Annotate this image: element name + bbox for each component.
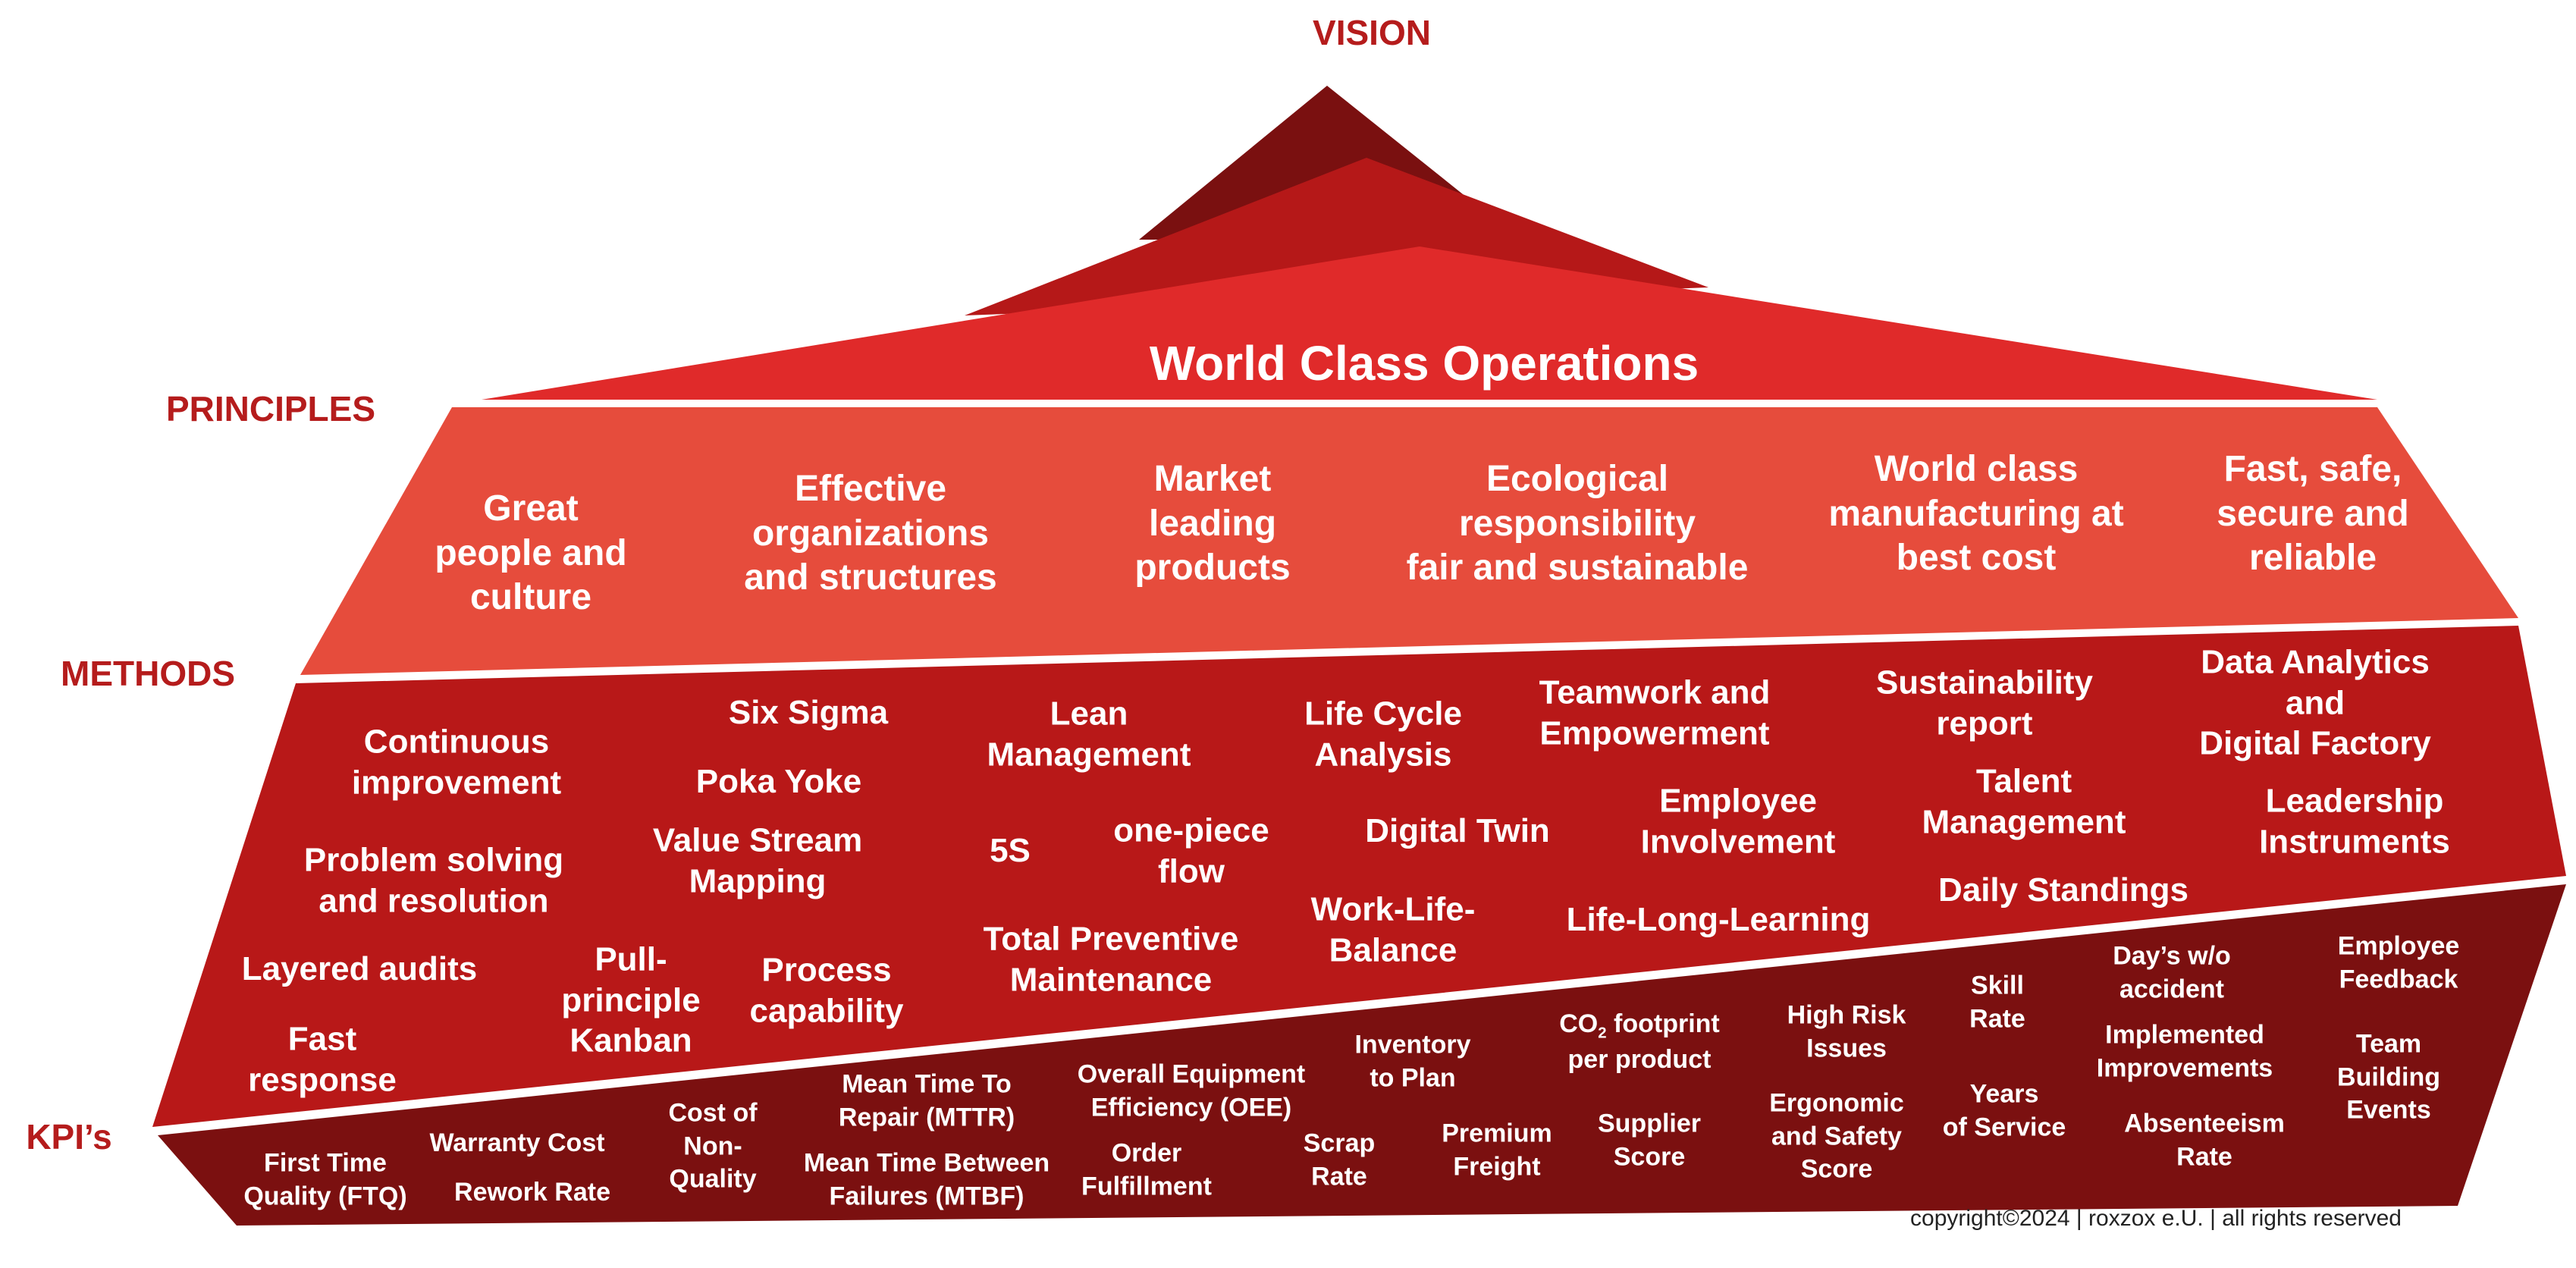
kpis-band [158,884,2566,1226]
methods-label: METHODS [61,654,235,693]
kpi-item: Team Building Events [2337,1029,2440,1125]
copyright-notice: copyright©2024 | roxzox e.U. | all right… [1910,1206,2402,1231]
method-item: Daily Standings [1937,871,2189,909]
principle-item: Great people and culture [435,488,627,618]
co2-subscript: 2 [1598,1025,1607,1042]
kpi-item: Mean Time Between Failures (MTBF) [803,1148,1050,1210]
kpi-item: High Risk Issues [1787,1000,1906,1062]
principle-item: Fast, safe, secure and reliable [2217,449,2409,579]
kpi-item: Premium Freight [1442,1119,1552,1181]
method-item: Fast response [248,1020,397,1098]
method-item: Digital Twin [1365,812,1550,850]
method-item: Continuous improvement [351,723,562,801]
method-item: Work-Life- Balance [1310,890,1476,968]
method-item: Total Preventive Maintenance [983,920,1239,998]
world-class-operations-roof [482,246,2377,400]
principle-item: Market leading products [1134,459,1291,588]
method-item: Six Sigma [728,694,889,732]
kpi-item: Years of Service [1942,1079,2066,1141]
method-item: Life-Long-Learning [1566,901,1871,939]
co2-per-product-text: per product [1567,1044,1712,1074]
method-item: Pull- principle Kanban [561,940,701,1059]
method-item: Layered audits [241,950,478,988]
kpi-item: Overall Equipment Efficiency (OEE) [1077,1059,1306,1122]
method-item: one-piece flow [1113,811,1269,890]
method-item: Sustainability report [1875,664,2094,742]
method-item: Data Analytics and Digital Factory [2199,643,2431,762]
kpi-item: Skill Rate [1969,971,2025,1033]
kpi-item: Scrap Rate [1303,1128,1376,1191]
kpi-item: Employee Feedback [2337,931,2460,993]
method-item: Life Cycle Analysis [1304,695,1462,773]
principles-label: PRINCIPLES [165,389,376,428]
kpi-item-co2-footprint: CO2 footprint per product [1559,1008,1720,1076]
principles-band [300,407,2518,675]
method-item: Poka Yoke [695,763,862,801]
principle-item: World class manufacturing at best cost [1828,449,2124,579]
co2-text: CO [1559,1009,1599,1038]
kpi-item: Ergonomic and Safety Score [1769,1088,1904,1184]
method-item: Leadership Instruments [2259,782,2450,860]
principle-item: Ecological responsibility fair and susta… [1406,459,1749,588]
method-item: Lean Management [987,695,1191,773]
principle-item: Effective organizations and structures [744,469,997,598]
kpis-label: KPI’s [26,1117,112,1157]
kpi-item: Warranty Cost [429,1128,605,1158]
method-item: 5S [990,832,1031,870]
kpi-item: Order Fulfillment [1081,1138,1212,1201]
method-item: Problem solving and resolution [303,841,564,919]
methods-band [152,626,2566,1127]
kpi-item: Mean Time To Repair (MTTR) [838,1069,1015,1131]
method-item: Value Stream Mapping [652,821,863,899]
kpi-item: Supplier Score [1597,1109,1702,1171]
method-item: Employee Involvement [1640,782,1836,860]
kpi-item: Absenteeism Rate [2124,1109,2285,1171]
kpi-item: Day’s w/o accident [2113,941,2231,1003]
kpi-item: Implemented Improvements [2096,1020,2273,1082]
kpi-item: Cost of Non- Quality [668,1098,758,1194]
kpi-item: First Time Quality (FTQ) [243,1148,407,1210]
method-item: Process capability [749,951,904,1029]
method-item: Talent Management [1922,762,2126,840]
method-item: Teamwork and Empowerment [1539,673,1771,752]
world-class-operations-title: World Class Operations [1149,335,1699,391]
co2-footprint-text: footprint [1606,1009,1720,1038]
vision-label: VISION [1313,13,1431,52]
kpi-item: Rework Rate [454,1178,610,1207]
kpi-item: Inventory to Plan [1354,1030,1471,1092]
